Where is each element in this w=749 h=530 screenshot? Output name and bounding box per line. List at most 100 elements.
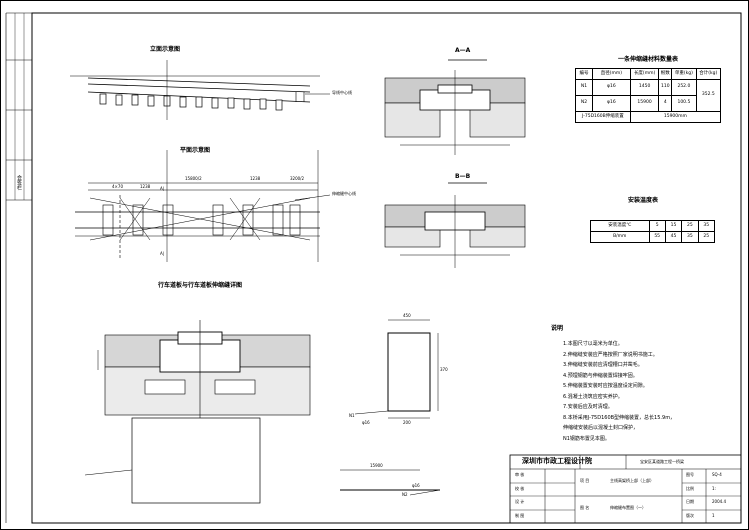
install-table: 安装温度℃ 5 15 25 35 B/mm 55 45 35 25	[590, 220, 716, 243]
rebar-label-n2: N2	[402, 492, 408, 497]
table-cell: 4	[658, 95, 673, 112]
install-table-title: 安装温度表	[628, 197, 659, 204]
table-cell: N1	[575, 79, 593, 96]
section-aa	[384, 59, 526, 155]
elevation-title: 立面示意图	[150, 46, 181, 53]
header-cell: 根数	[658, 68, 673, 80]
note-item: 7.安装后应及时清理。	[563, 404, 613, 410]
table-cell: φ16	[591, 79, 631, 96]
table-cell: 45	[664, 231, 683, 243]
table-row: J-75D160B伸缩装置 15900mm	[575, 111, 722, 123]
note-item: 4.预埋钢筋与伸缩装置焊接牢固。	[563, 372, 638, 379]
header-cell: 合计(kg)	[695, 68, 722, 80]
table-cell: 100.5	[671, 95, 697, 112]
right-cell: 图号	[686, 472, 694, 477]
note-item: 8.本桥采用J-75D160B型伸缩装置，总长15.9m，	[563, 414, 676, 421]
right-value: 2004.4	[712, 499, 726, 504]
rebar-dim-bottom: 200	[403, 420, 411, 425]
header-cell: 5	[648, 220, 666, 232]
header-cell: 单重(kg)	[671, 68, 697, 80]
note-item: 6.混凝土浇筑应密实养护。	[563, 393, 623, 400]
material-table: 编号 直径(mm) 长度(mm) 根数 单重(kg) 合计(kg) N1 φ16…	[575, 68, 722, 123]
project-name: 宝安区某道路工程—桥梁	[640, 459, 684, 464]
section-bb	[384, 182, 526, 268]
note-item: 伸缩缝安装后以混凝土封口保护，	[563, 425, 639, 431]
detail-title: 行车道板与行车道板伸缩缝详图	[158, 282, 243, 289]
header-cell: 35	[697, 220, 716, 232]
header-cell: 25	[681, 220, 699, 232]
note-item: 1.本图尺寸以毫米为单位。	[563, 341, 623, 347]
table-cell: 25	[697, 231, 716, 243]
notes-title: 说明	[551, 325, 564, 332]
header-cell: 编号	[575, 68, 593, 80]
note-item: 2.伸缩缝安装应严格按照厂家说明书施工。	[563, 351, 658, 358]
plan-dim-d: 1238	[250, 176, 261, 181]
table-row: N2 φ16 15900 4 100.5	[575, 95, 721, 112]
rebar-label-n1: N1	[349, 413, 355, 418]
section-label-a2: A|	[160, 251, 165, 256]
table-cell: 110	[658, 79, 673, 96]
table-row: B/mm 55 45 35 25	[590, 231, 716, 243]
right-cell: 版次	[686, 513, 694, 518]
rebar-dim-side: 370	[440, 367, 448, 372]
item-value: 主线高架桥上部（上部）	[610, 478, 654, 483]
note-item: 5.伸缩装置安装时应按温度设定间隙。	[563, 383, 648, 389]
drawing-value: 伸缩缝布置图（一）	[610, 505, 646, 510]
table-cell: 15900mm	[629, 111, 722, 123]
plan-dim-total: 15800/2	[185, 176, 202, 181]
header-cell: 15	[664, 220, 683, 232]
table-cell: B/mm	[590, 231, 650, 243]
long-bar-label: φ16	[412, 483, 420, 488]
table-header-row: 安装温度℃ 5 15 25 35	[590, 220, 716, 232]
note-joint-label: 伸缩缝中心线	[332, 191, 356, 196]
left-cell: 审 核	[515, 472, 525, 477]
left-cell: 校 核	[515, 486, 525, 491]
item-label: 项 目	[580, 478, 590, 483]
table-cell: 15900	[629, 95, 660, 112]
plan-title: 平面示意图	[180, 147, 211, 154]
notes-list: 1.本图尺寸以毫米为单位。 2.伸缩缝安装应严格按照厂家说明书施工。 3.伸缩缝…	[563, 339, 675, 444]
section-aa-title: A—A	[455, 47, 471, 54]
table-cell: 1450	[629, 79, 660, 96]
table-cell: J-75D160B伸缩装置	[575, 111, 631, 123]
rebar-label-n1b: φ16	[362, 420, 370, 425]
section-bb-title: B—B	[455, 173, 471, 180]
right-cell: 日期	[686, 499, 694, 504]
table-cell: 55	[648, 231, 666, 243]
title-block	[509, 454, 742, 524]
note-item: N1钢筋布置见本图。	[563, 435, 610, 442]
joint-detail	[84, 320, 311, 504]
rebar-n2	[340, 469, 441, 496]
plan-view	[75, 150, 331, 262]
section-label-a1: A|	[160, 186, 165, 191]
table-cell: φ16	[591, 95, 631, 112]
table-header-row: 编号 直径(mm) 长度(mm) 根数 单重(kg) 合计(kg)	[575, 68, 722, 80]
header-cell: 直径(mm)	[591, 68, 631, 80]
right-value: 1:	[712, 486, 716, 491]
right-cell: 比例	[686, 486, 694, 491]
table-row: N1 φ16 1450 110 252.0 352.5	[575, 79, 722, 112]
header-cell: 长度(mm)	[629, 68, 660, 80]
left-cell: 制 图	[515, 513, 525, 518]
note-line-label: 导线中心线	[332, 90, 352, 95]
plan-dim-a: 4×70	[112, 184, 123, 189]
sidebar-label: 会签栏	[16, 175, 22, 190]
table-cell: N2	[575, 95, 593, 112]
table-cell: 352.5	[695, 79, 722, 112]
long-bar-dim: 15900	[370, 463, 383, 468]
table-cell: 35	[681, 231, 699, 243]
elevation-view	[70, 60, 330, 120]
note-item: 3.伸缩缝安装前应清理槽口并凿毛。	[563, 362, 643, 368]
plan-dim-b: 1238	[140, 184, 151, 189]
company-name: 深圳市市政工程设计院	[522, 457, 592, 465]
material-table-title: 一条伸缩缝材料数量表	[618, 56, 679, 63]
left-cell: 设 计	[515, 499, 525, 504]
right-value: SQ-4	[712, 472, 722, 477]
drawing-label: 图 名	[580, 505, 590, 510]
rebar-dim-top: 450	[403, 313, 411, 318]
rebar-n1	[354, 319, 439, 419]
plan-dim-c: 3200/2	[290, 176, 305, 181]
right-value: 1	[712, 513, 715, 518]
